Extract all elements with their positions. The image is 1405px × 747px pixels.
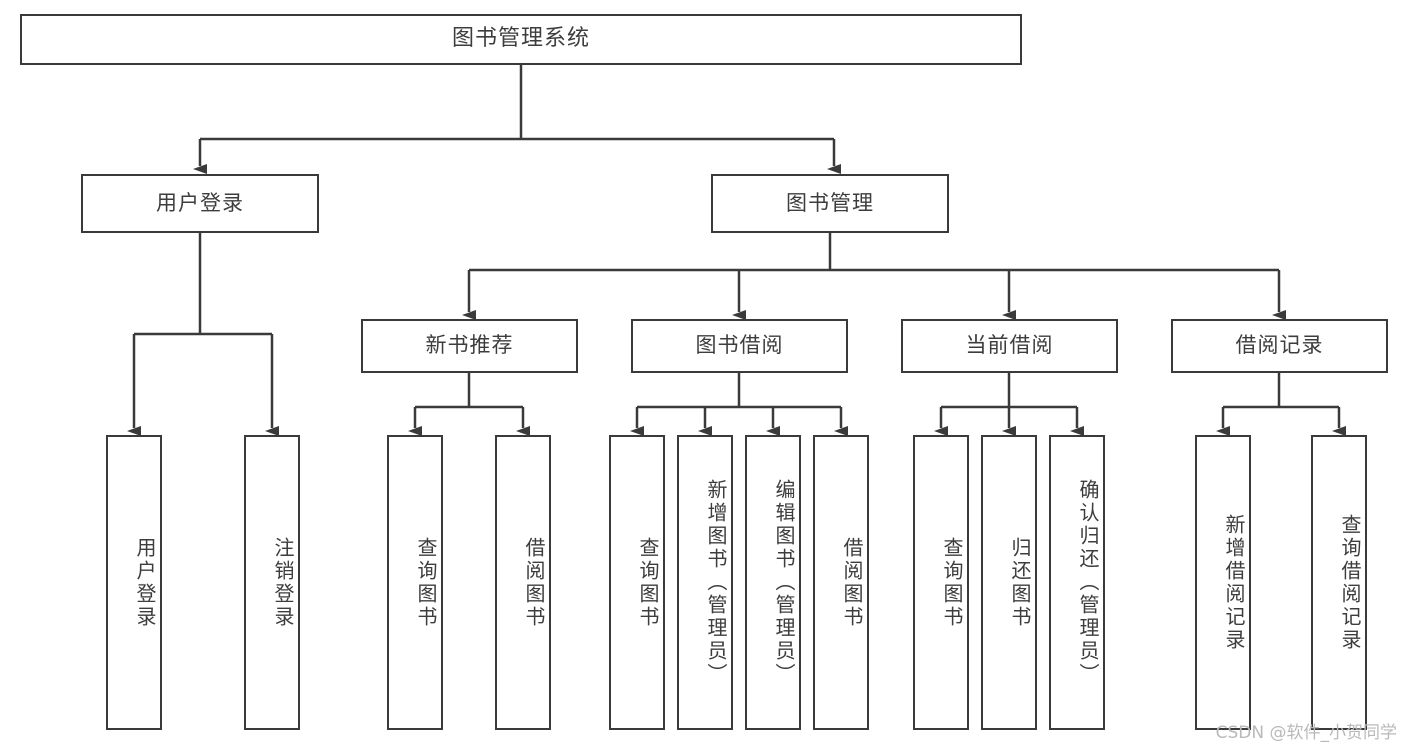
node-label: 编辑图书（管理员） bbox=[772, 479, 796, 686]
node-label: 用户登录 bbox=[156, 190, 244, 215]
node-current-borrow[interactable]: 当前借阅 bbox=[901, 319, 1118, 373]
node-label: 新书推荐 bbox=[425, 333, 514, 358]
node-label: 确认归还（管理员） bbox=[1076, 479, 1100, 686]
node-label: 查询图书 bbox=[414, 536, 438, 629]
node-borrow-record[interactable]: 借阅记录 bbox=[1171, 319, 1388, 373]
watermark-text: CSDN @软件_小贺同学 bbox=[1215, 723, 1397, 743]
node-label: 图书管理系统 bbox=[451, 26, 590, 52]
leaf-bookborrow-add-book-admin[interactable]: 新增图书（管理员） bbox=[677, 435, 733, 730]
node-label: 当前借阅 bbox=[965, 333, 1054, 358]
leaf-user-login-login[interactable]: 用户登录 bbox=[106, 435, 162, 730]
node-label: 用户登录 bbox=[133, 536, 157, 629]
node-new-book-recommend[interactable]: 新书推荐 bbox=[361, 319, 578, 373]
node-label: 新增图书（管理员） bbox=[704, 479, 728, 686]
node-label: 借阅图书 bbox=[840, 536, 864, 629]
leaf-bookborrow-edit-book-admin[interactable]: 编辑图书（管理员） bbox=[745, 435, 801, 730]
node-label: 借阅记录 bbox=[1235, 333, 1324, 358]
node-label: 查询图书 bbox=[940, 536, 964, 629]
leaf-bookborrow-query-book[interactable]: 查询图书 bbox=[609, 435, 665, 730]
leaf-newbook-borrow-book[interactable]: 借阅图书 bbox=[495, 435, 551, 730]
leaf-borrowrecord-query-record[interactable]: 查询借阅记录 bbox=[1311, 435, 1367, 730]
node-label: 注销登录 bbox=[271, 536, 295, 629]
node-label: 图书借阅 bbox=[695, 333, 784, 358]
node-label: 查询图书 bbox=[636, 536, 660, 629]
leaf-currentborrow-confirm-return-admin[interactable]: 确认归还（管理员） bbox=[1049, 435, 1105, 730]
node-label: 查询借阅记录 bbox=[1338, 513, 1362, 652]
leaf-user-login-logout[interactable]: 注销登录 bbox=[244, 435, 300, 730]
node-label: 归还图书 bbox=[1008, 536, 1032, 629]
leaf-currentborrow-return-book[interactable]: 归还图书 bbox=[981, 435, 1037, 730]
node-user-login[interactable]: 用户登录 bbox=[81, 174, 319, 233]
leaf-newbook-query-book[interactable]: 查询图书 bbox=[387, 435, 443, 730]
node-label: 图书管理 bbox=[786, 190, 874, 215]
node-label: 新增借阅记录 bbox=[1222, 513, 1246, 652]
node-label: 借阅图书 bbox=[522, 536, 546, 629]
leaf-bookborrow-borrow-book[interactable]: 借阅图书 bbox=[813, 435, 869, 730]
node-book-management[interactable]: 图书管理 bbox=[711, 174, 949, 233]
node-book-borrow[interactable]: 图书借阅 bbox=[631, 319, 848, 373]
leaf-currentborrow-query-book[interactable]: 查询图书 bbox=[913, 435, 969, 730]
leaf-borrowrecord-add-record[interactable]: 新增借阅记录 bbox=[1195, 435, 1251, 730]
node-root-system[interactable]: 图书管理系统 bbox=[20, 14, 1022, 65]
